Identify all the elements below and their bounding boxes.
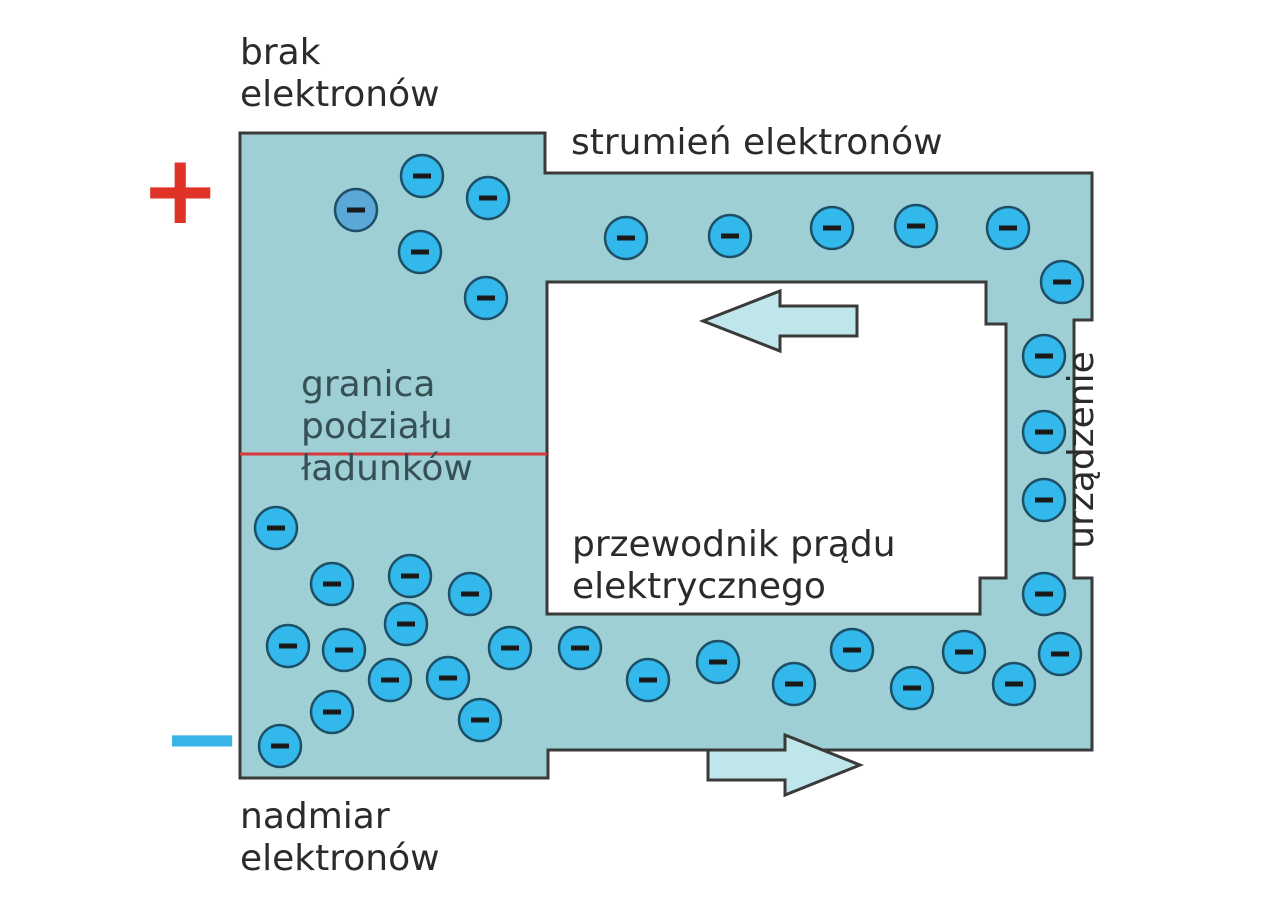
- electron-icon: [465, 175, 511, 221]
- electron-icon: [457, 697, 503, 743]
- electron-icon: [985, 205, 1031, 251]
- electron-icon: [893, 203, 939, 249]
- electron-icon: [383, 601, 429, 647]
- label-line: nadmiar: [240, 796, 390, 837]
- electron-icon: [1037, 631, 1083, 677]
- label-line: brak: [240, 32, 321, 73]
- electron-icon: [309, 561, 355, 607]
- arrow-right-icon: [706, 732, 865, 798]
- label-electron-stream: strumień elektronów: [571, 122, 943, 163]
- electron-icon: [1021, 409, 1067, 455]
- electron-icon: [399, 153, 445, 199]
- electron-icon: [707, 213, 753, 259]
- electron-icon: [309, 689, 355, 735]
- electron-icon: [397, 229, 443, 275]
- electron-icon: [991, 661, 1037, 707]
- label-device: urządzenie: [1061, 351, 1102, 549]
- arrow-left-icon: [698, 288, 859, 354]
- negative-terminal-sign: −: [162, 682, 243, 794]
- electron-icon: [487, 625, 533, 671]
- electron-icon: [253, 505, 299, 551]
- electron-icon: [771, 661, 817, 707]
- electron-icon: [1021, 571, 1067, 617]
- label-line: przewodnik prądu: [572, 524, 896, 565]
- electron-icon: [1021, 477, 1067, 523]
- electron-icon: [265, 623, 311, 669]
- electron-icon: [889, 665, 935, 711]
- electron-icon: [257, 723, 303, 769]
- label-line: ładunków: [301, 448, 473, 489]
- label-line: elektrycznego: [572, 566, 826, 607]
- electron-icon: [625, 657, 671, 703]
- electron-icon: [333, 187, 379, 233]
- electron-icon: [695, 639, 741, 685]
- label-excess-electrons: nadmiar elektronów: [240, 796, 440, 880]
- electron-icon: [941, 629, 987, 675]
- label-line: elektronów: [240, 74, 440, 115]
- electron-icon: [829, 627, 875, 673]
- electron-icon: [321, 627, 367, 673]
- electron-icon: [1039, 259, 1085, 305]
- electron-icon: [447, 571, 493, 617]
- electron-icon: [809, 205, 855, 251]
- label-no-electrons: brak elektronów: [240, 32, 440, 116]
- electrons-group: [253, 153, 1085, 769]
- label-conductor: przewodnik prądu elektrycznego: [572, 524, 896, 608]
- electron-icon: [603, 215, 649, 261]
- label-line: elektronów: [240, 838, 440, 879]
- electron-icon: [463, 275, 509, 321]
- electron-icon: [387, 553, 433, 599]
- electron-icon: [557, 625, 603, 671]
- label-charge-boundary: granica podziału ładunków: [301, 364, 473, 490]
- battery-and-conductor-body: [238, 131, 1094, 780]
- electron-icon: [1021, 333, 1067, 379]
- positive-terminal-sign: +: [140, 134, 221, 246]
- label-line: podziału: [301, 406, 453, 447]
- electron-icon: [425, 655, 471, 701]
- electron-icon: [367, 657, 413, 703]
- label-line: granica: [301, 364, 436, 405]
